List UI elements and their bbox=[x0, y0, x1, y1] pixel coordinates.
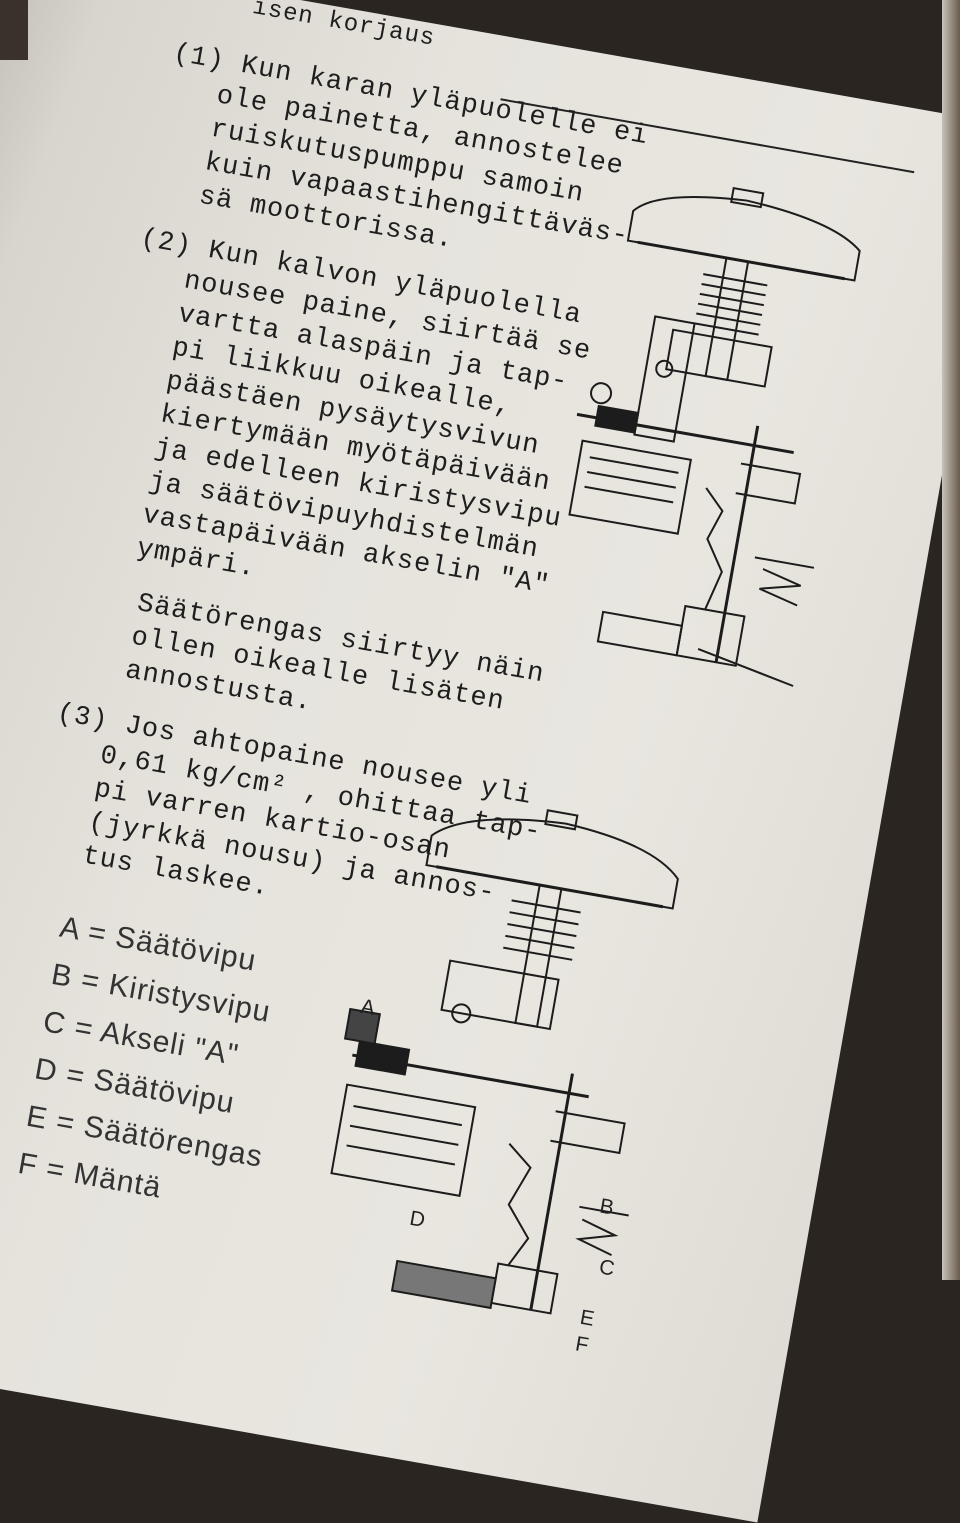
diagram-label-f: F bbox=[573, 1332, 591, 1358]
pump-diagram-upper bbox=[536, 168, 886, 693]
book-corner-shadow bbox=[0, 0, 28, 60]
page-edge bbox=[942, 0, 960, 1280]
heading-fragment: isen korjaus bbox=[250, 0, 438, 53]
legend-f: F = Mäntä bbox=[15, 1146, 165, 1205]
page-gutter-shadow bbox=[0, 0, 20, 1349]
